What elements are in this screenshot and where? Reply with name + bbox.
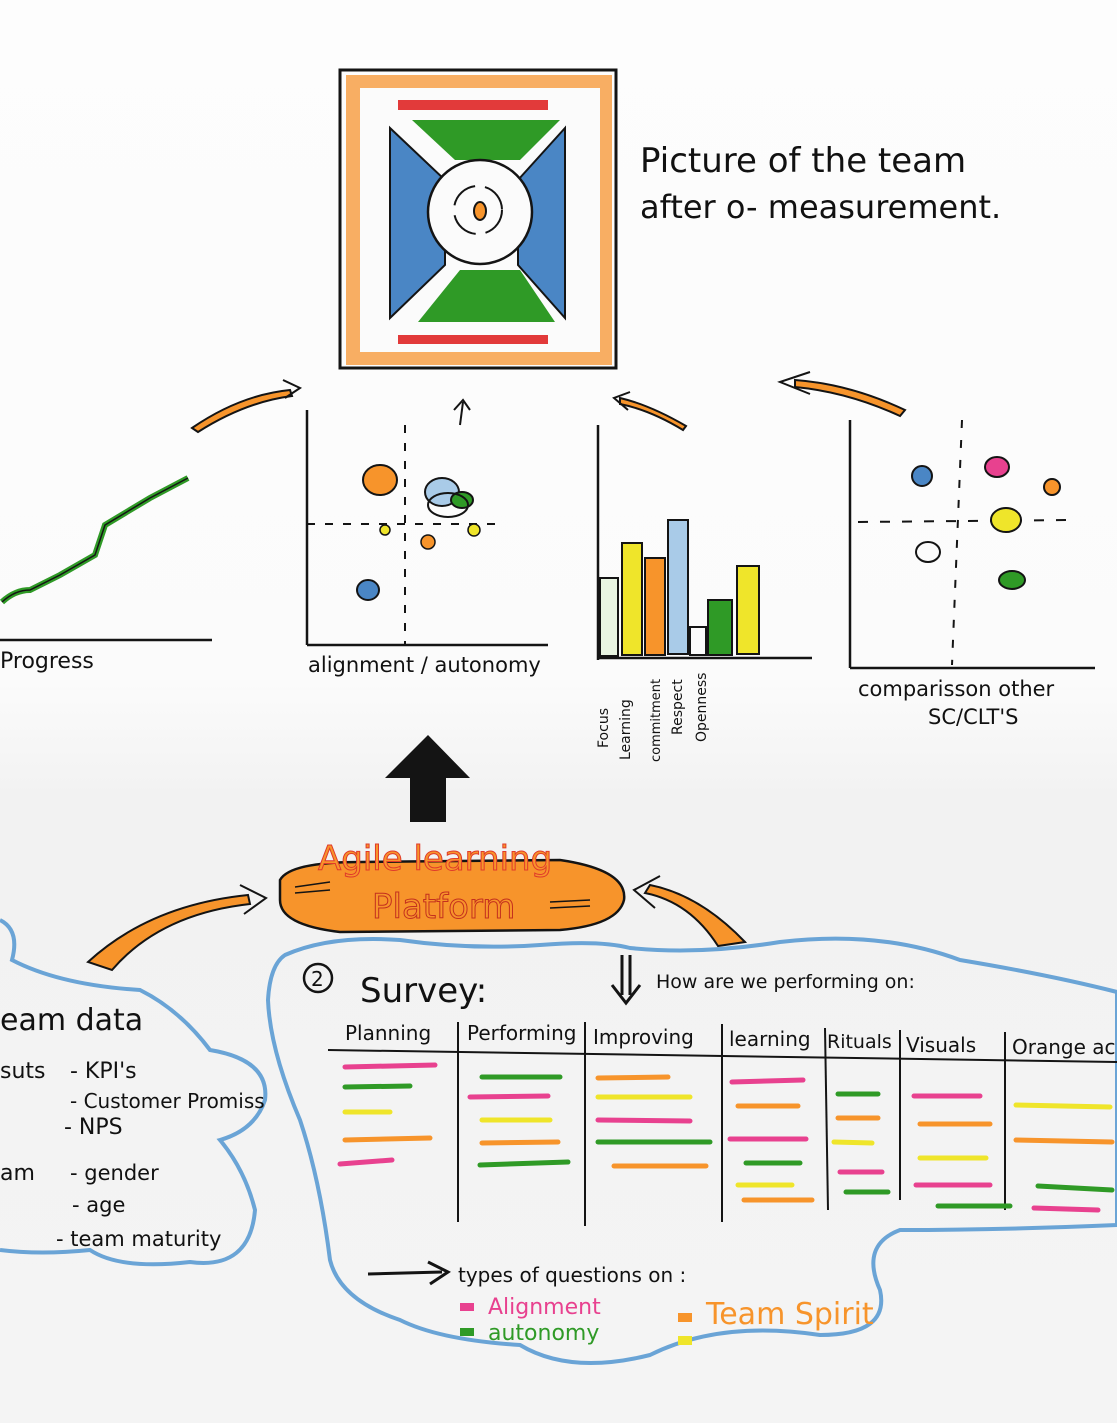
legend-swatch-teamspirit — [678, 1313, 692, 1322]
up-arrow — [385, 735, 470, 822]
legend-label-teamspirit: Team Spirit — [705, 1297, 874, 1332]
survey-title: Survey: — [360, 971, 487, 1011]
team-row1-label: suts — [0, 1059, 46, 1084]
team-row2-item-2: - age — [72, 1193, 125, 1217]
progress-line — [0, 475, 190, 605]
comparison-label-1: comparisson other — [858, 677, 1055, 701]
platform-line-2: Platform — [372, 887, 515, 927]
team-row1-item-1: - KPI's — [70, 1059, 137, 1084]
team-row2-item-3: - team maturity — [56, 1227, 221, 1251]
bar-label-learning: Learning — [618, 699, 634, 760]
arrow-right-2 — [794, 378, 907, 418]
survey-subtitle: How are we performing on: — [656, 971, 915, 993]
col-visuals: Visuals — [906, 1033, 976, 1057]
survey-column-headers: Planning Performing Improving learning R… — [345, 1021, 1117, 1059]
types-arrow — [367, 1260, 451, 1286]
team-row1-item-2: - Customer Promiss — [70, 1089, 265, 1113]
arrow-left-1 — [190, 388, 294, 434]
arrow-left-platform — [86, 893, 252, 972]
cmp-empty — [915, 541, 941, 563]
team-picture-frame — [338, 68, 618, 370]
progress-chart — [0, 475, 212, 642]
team-data-heading: eam data — [0, 1003, 143, 1038]
team-row2-label: am — [0, 1161, 35, 1186]
legend-swatch-yellow — [678, 1336, 692, 1345]
survey-number: 2 — [311, 967, 324, 991]
survey-table — [327, 1022, 1117, 1226]
red-bar-top — [398, 100, 548, 110]
down-arrow — [610, 955, 642, 1006]
legend-label-autonomy: autonomy — [488, 1321, 599, 1346]
platform-line-1: Agile learning — [318, 839, 552, 879]
arrow-right-platform — [643, 883, 748, 948]
bar-3 — [644, 557, 666, 656]
bar-labels: Focus Learning commitment Respect Openne… — [596, 673, 710, 762]
legend-swatch-autonomy — [460, 1328, 474, 1336]
alignment-chart — [305, 410, 548, 647]
col-learning: learning — [729, 1027, 811, 1051]
dot-yellow-1 — [379, 524, 391, 536]
survey-question-lines — [337, 1062, 1115, 1213]
comparison-label-2: SC/CLT'S — [928, 705, 1018, 729]
values-bar-chart — [596, 425, 812, 660]
bar-label-openness: Openness — [694, 673, 710, 742]
types-label: types of questions on : — [458, 1263, 686, 1287]
arrow-right-1 — [619, 396, 688, 432]
bar-label-commitment: commitment — [649, 679, 664, 762]
title-line-2: after o- measurement. — [640, 188, 1001, 226]
blue-right — [517, 125, 566, 321]
bubble-orange — [362, 464, 398, 496]
col-improving: Improving — [593, 1025, 694, 1049]
bar-label-respect: Respect — [670, 679, 686, 735]
cmp-orange — [1043, 478, 1061, 496]
bar-label-focus: Focus — [596, 708, 612, 748]
team-row1-item-3: - NPS — [64, 1115, 123, 1140]
survey-number-circle — [302, 962, 334, 994]
col-rituals: Rituals — [827, 1031, 892, 1053]
col-planning: Planning — [345, 1021, 431, 1045]
bar-1 — [599, 577, 619, 657]
bar-5 — [689, 626, 707, 656]
red-bar-bottom — [398, 335, 548, 344]
center-dot — [473, 201, 487, 221]
bar-6 — [707, 599, 733, 656]
cmp-blue — [911, 465, 933, 487]
title-line-1: Picture of the team — [640, 141, 966, 181]
team-row2-item-1: - gender — [70, 1161, 159, 1185]
alignment-label: alignment / autonomy — [308, 653, 541, 677]
dot-orange — [420, 534, 436, 550]
comparison-chart — [848, 419, 1095, 670]
legend-label-alignment: Alignment — [488, 1295, 601, 1320]
legend-swatch-alignment — [460, 1303, 474, 1311]
progress-label: Progress — [0, 649, 94, 674]
col-orange: Orange ack — [1012, 1035, 1117, 1059]
bar-2 — [621, 542, 643, 656]
arrows-to-platform — [86, 875, 748, 972]
bar-4 — [667, 519, 689, 655]
arrows-to-picture — [190, 371, 907, 434]
blue-left — [389, 125, 446, 321]
cmp-yellow — [990, 507, 1022, 533]
bar-7 — [736, 565, 760, 655]
platform-oval — [278, 858, 626, 934]
green-bottom — [418, 270, 555, 322]
green-top — [412, 120, 560, 160]
dot-yellow-2 — [467, 523, 481, 537]
col-performing: Performing — [467, 1021, 576, 1045]
cmp-pink — [984, 456, 1010, 478]
survey-cloud — [265, 936, 1117, 1365]
team-data-cloud — [0, 918, 268, 1267]
cmp-green — [998, 570, 1026, 590]
bubble-blue-small — [356, 579, 380, 601]
question-type-legend: Alignment autonomy Team Spirit — [460, 1295, 874, 1346]
